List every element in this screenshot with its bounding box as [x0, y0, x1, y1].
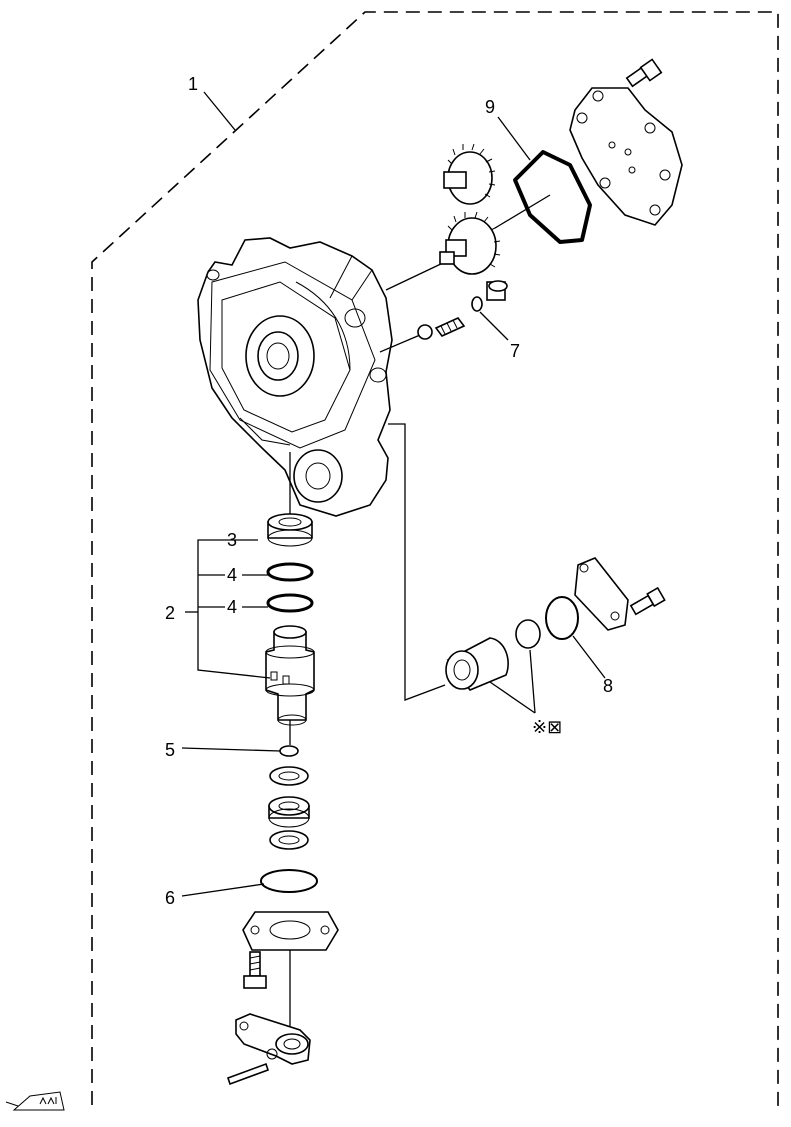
oil-can-icon	[5, 1091, 65, 1111]
leader-1	[203, 91, 236, 131]
bottom-flange	[242, 911, 339, 951]
callout-6: 6	[165, 888, 175, 908]
assembly-boundary	[91, 11, 779, 1110]
lever-arm	[235, 1013, 311, 1065]
side-plate	[574, 557, 629, 631]
leader-9	[497, 116, 531, 161]
flange-bolt	[243, 951, 267, 989]
leader-note-a	[489, 681, 536, 714]
callout-2: 2	[165, 603, 175, 623]
leader-relief	[379, 334, 421, 353]
o-ring-8	[545, 596, 579, 640]
callout-4-lower: 4	[227, 597, 237, 617]
leader-5	[181, 747, 281, 752]
relief-valve-parts	[417, 280, 508, 340]
leader-note-b	[529, 649, 536, 714]
bearing-3	[267, 513, 313, 547]
o-ring-5	[279, 745, 299, 757]
callout-9: 9	[485, 97, 495, 117]
drive-gear-lower	[439, 211, 501, 275]
ring-4-lower	[266, 593, 314, 613]
leader-8	[572, 635, 606, 679]
shaft	[265, 625, 315, 726]
leader-gear-ring	[494, 194, 551, 229]
ring-4-upper	[266, 562, 314, 582]
callout-5: 5	[165, 740, 175, 760]
leader-gear	[385, 261, 446, 291]
sleeve	[445, 637, 509, 691]
piston	[515, 619, 541, 649]
callout-1: 1	[188, 74, 198, 94]
o-ring-6	[260, 869, 318, 893]
callout-3: 3	[227, 530, 237, 550]
callout-7: 7	[510, 341, 520, 361]
leader-sleeve	[388, 423, 446, 701]
washer-upper	[269, 766, 309, 786]
leader-7	[479, 311, 509, 341]
pump-housing	[197, 237, 393, 517]
callout-4-upper: 4	[227, 565, 237, 585]
bracket-2	[185, 539, 271, 679]
oil-seal	[268, 796, 310, 828]
lever-pin	[226, 1062, 270, 1086]
side-plate-bolt	[629, 586, 666, 616]
drive-gear-upper	[443, 143, 496, 205]
o-ring-9	[513, 150, 592, 244]
leader-6	[181, 883, 265, 897]
washer-lower	[269, 830, 309, 850]
cover-bolt	[625, 58, 663, 88]
cover-plate	[569, 87, 683, 226]
note-symbol: ※⊠	[532, 717, 562, 737]
callout-8: 8	[603, 676, 613, 696]
